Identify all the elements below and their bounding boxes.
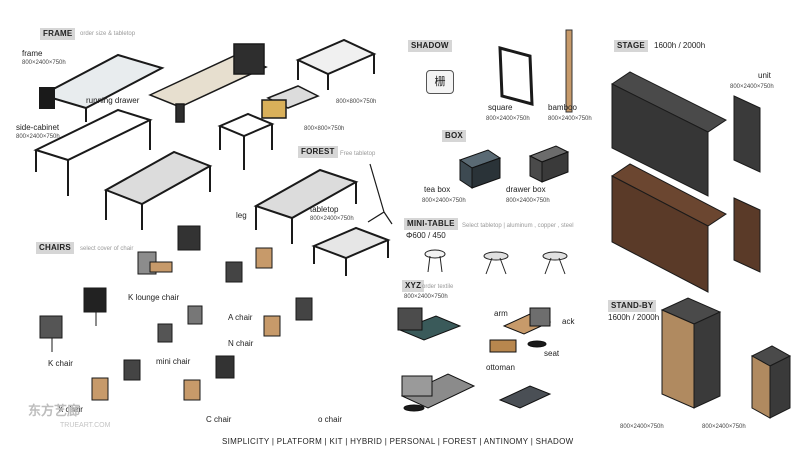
frame-hint: order size & tabletop	[80, 31, 136, 37]
stand-by-dimension-1: 800×2400×750h	[620, 424, 664, 430]
k-lounge-chair-label: K lounge chair	[128, 293, 180, 302]
drawer-box-label: drawer box	[506, 185, 546, 194]
xyz-ottoman-dark-illustration	[498, 385, 552, 409]
stage-unit-label: unit	[758, 71, 771, 80]
n-chair-label: N chair	[228, 339, 254, 348]
xyz-hint: order textile	[422, 284, 454, 290]
stand-by-large-illustration	[660, 297, 722, 409]
xyz-sofa-teal-illustration	[397, 307, 462, 341]
a-chair-label: A chair	[228, 313, 253, 322]
tea-box-dimension: 800×2400×750h	[422, 198, 466, 204]
marble-side-table-illustration	[261, 85, 320, 119]
forest-leg-table-illustration	[217, 112, 275, 170]
xyz-sofa-grey-illustration	[400, 373, 476, 412]
box-header: BOX	[442, 130, 466, 142]
square-screen-illustration	[498, 46, 534, 106]
bamboo-label: bamboo	[548, 103, 577, 112]
forest-header: FOREST	[298, 146, 338, 158]
small-table-illustration	[295, 38, 377, 90]
chair-illustrations	[39, 225, 313, 401]
o-chair-label: o chair	[318, 415, 343, 424]
footer-series-list: SIMPLICITY | PLATFORM | KIT | HYBRID | P…	[222, 437, 574, 446]
chairs-header: CHAIRS	[36, 242, 74, 254]
stage-heights: 1600h / 2000h	[654, 41, 706, 50]
drawer-box-illustration	[528, 145, 570, 183]
xyz-arm-label: arm	[494, 309, 508, 318]
shadow-header: SHADOW	[408, 40, 452, 52]
c-chair-label: C chair	[206, 415, 232, 424]
square-dimension: 800×2400×750h	[486, 116, 530, 122]
mini-table-illustrations	[424, 249, 568, 275]
tea-box-illustration	[458, 149, 502, 189]
watermark-logo-text: 东方艺廊	[28, 403, 81, 418]
side-cabinet-label: side-cabinet	[16, 123, 60, 132]
chairs-hint: select cover of chair	[80, 246, 134, 252]
tabletop-dimension: 800×2400×750h	[310, 216, 354, 222]
marble-long-table-illustration	[103, 150, 213, 230]
tea-box-label: tea box	[424, 185, 451, 194]
xyz-dimension: 800×2400×750h	[404, 294, 448, 300]
frame-dimension: 800×2400×750h	[22, 60, 66, 66]
stage-dark-unit-illustration	[733, 95, 761, 173]
running-drawer-label: running drawer	[86, 96, 140, 105]
stage-unit-dimension: 800×2400×750h	[730, 84, 774, 90]
drawer-box-dimension: 800×2400×750h	[506, 198, 550, 204]
xyz-seat-label: seat	[544, 349, 560, 358]
watermark-sub: TRUEART.COM	[60, 422, 111, 429]
bamboo-dimension: 800×2400×750h	[548, 116, 592, 122]
side-cabinet-dimension: 800×2400×750h	[16, 134, 60, 140]
running-drawer-illustration	[148, 43, 268, 123]
xyz-back-label: ack	[562, 317, 575, 326]
low-table-illustration	[311, 226, 391, 276]
frame-header: FRAME	[40, 28, 76, 40]
forest-hint: Free tabletop	[340, 151, 376, 157]
stand-by-header: STAND-BY	[608, 300, 657, 312]
xyz-arm-seat-illustration	[489, 307, 552, 353]
stage-header: STAGE	[614, 40, 648, 52]
mini-table-hint: Select tabletop | aluminum , copper , st…	[462, 223, 574, 229]
frame-label: frame	[22, 49, 43, 58]
k-chair-label: K chair	[48, 359, 73, 368]
xyz-header: XYZ	[402, 280, 425, 292]
tabletop-label: tabletop	[310, 205, 339, 214]
side-cabinet-illustration	[33, 108, 153, 196]
small-table-dimension: 800×800×750h	[336, 99, 377, 105]
stand-by-dimension-2: 800×2400×750h	[702, 424, 746, 430]
x-chair-label: X chair	[58, 405, 83, 414]
shadow-grid-icon: 栅	[426, 70, 454, 94]
mini-chair-label: mini chair	[156, 357, 191, 366]
stage-walnut-unit-illustration	[733, 197, 761, 273]
floor-lamp-illustration	[367, 163, 393, 225]
marble-table-dimension: 800×800×750h	[304, 126, 345, 132]
stand-by-small-illustration	[750, 345, 792, 419]
mini-table-header: MINI-TABLE	[404, 218, 458, 230]
xyz-ottoman-label: ottoman	[486, 363, 515, 372]
frame-table-illustration	[39, 53, 165, 122]
mini-table-size: Φ600 / 450	[406, 231, 446, 240]
stage-walnut-shelf-illustration	[611, 163, 727, 293]
leg-label: leg	[236, 211, 247, 220]
bamboo-screen-illustration	[565, 29, 573, 113]
stage-dark-shelf-illustration	[611, 71, 727, 197]
forest-tabletop-illustration	[253, 168, 359, 244]
stand-by-heights: 1600h / 2000h	[608, 313, 660, 322]
square-label: square	[488, 103, 513, 112]
